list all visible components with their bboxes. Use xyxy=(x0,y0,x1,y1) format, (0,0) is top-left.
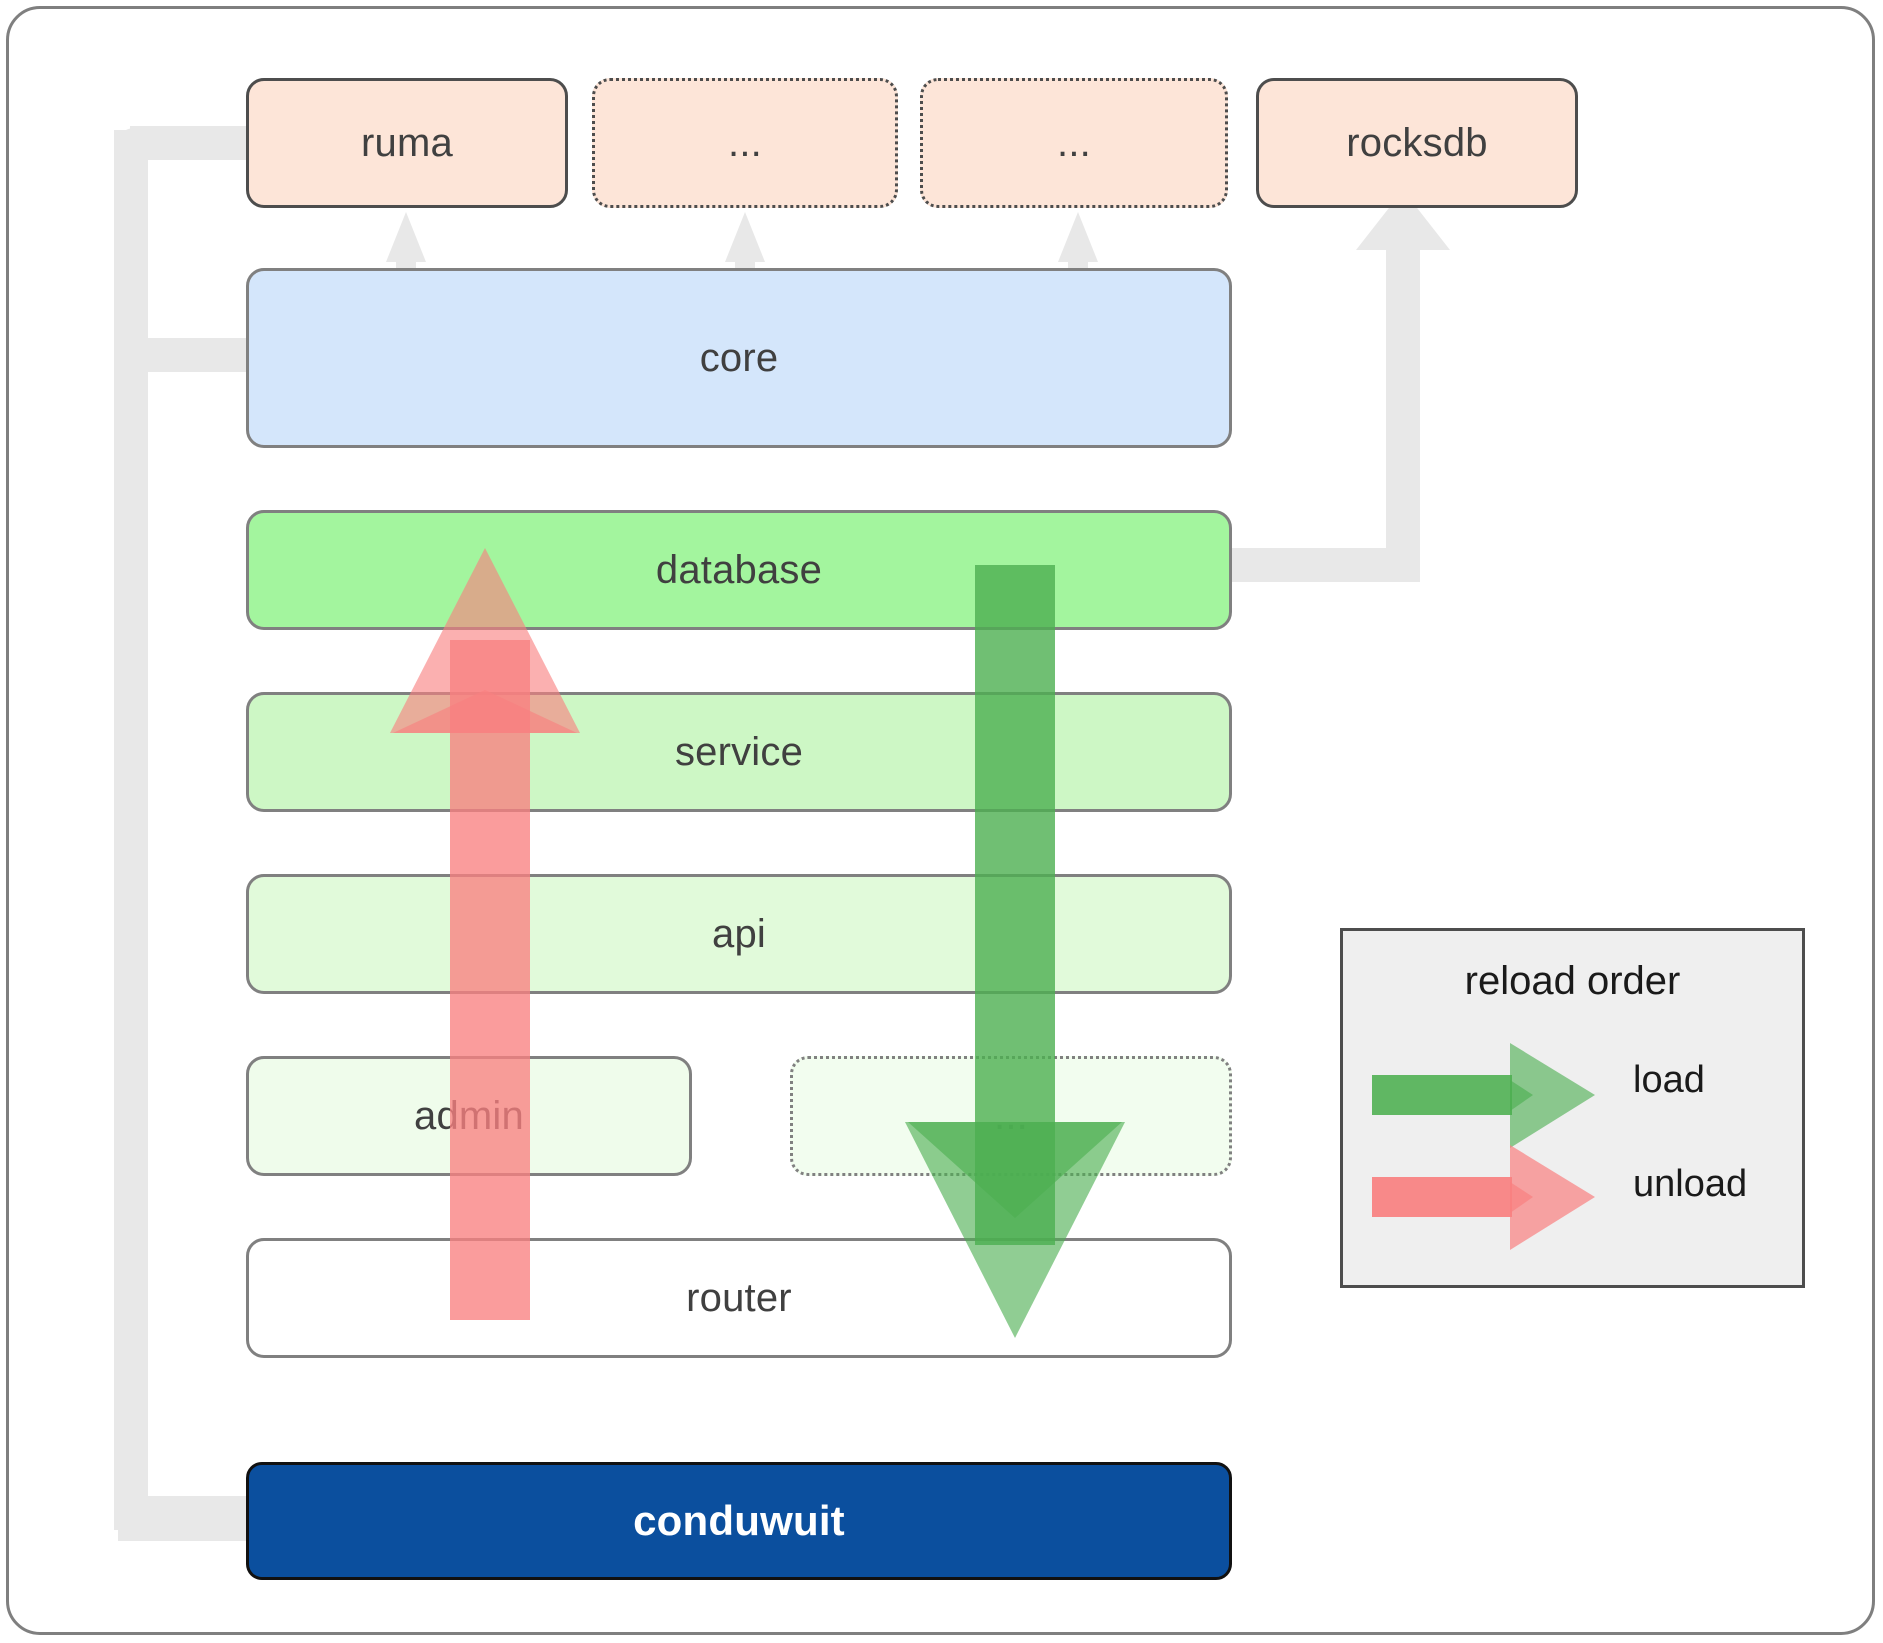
crate-box-api[interactable]: api xyxy=(246,874,1232,994)
dependency-label: ... xyxy=(728,120,762,165)
crate-box-dots-3[interactable]: ... xyxy=(790,1056,1232,1176)
application-label: conduwuit xyxy=(633,1497,845,1544)
layer-label: router xyxy=(686,1275,792,1320)
application-box-conduwuit[interactable]: conduwuit xyxy=(246,1462,1232,1580)
crate-box-router[interactable]: router xyxy=(246,1238,1232,1358)
dependency-label: ruma xyxy=(361,120,453,165)
crate-box-admin[interactable]: admin xyxy=(246,1056,692,1176)
legend-panel: reload order load unload xyxy=(1340,928,1805,1288)
dependency-box-dots-2[interactable]: ... xyxy=(920,78,1228,208)
dependency-box-dots-1[interactable]: ... xyxy=(592,78,898,208)
legend-title: reload order xyxy=(1464,959,1681,1003)
layer-label: api xyxy=(712,911,766,956)
diagram-frame xyxy=(6,6,1875,1635)
layer-label: ... xyxy=(994,1093,1028,1138)
crate-box-service[interactable]: service xyxy=(246,692,1232,812)
crate-box-core[interactable]: core xyxy=(246,268,1232,448)
dependency-box-ruma[interactable]: ruma xyxy=(246,78,568,208)
core-label: core xyxy=(699,335,779,380)
dependency-box-rocksdb[interactable]: rocksdb xyxy=(1256,78,1578,208)
layer-label: database xyxy=(655,547,823,592)
legend-label-load: load xyxy=(1633,1059,1705,1101)
crate-box-database[interactable]: database xyxy=(246,510,1232,630)
layer-label: service xyxy=(674,729,804,774)
layer-label: admin xyxy=(414,1093,524,1138)
dependency-label: ... xyxy=(1057,120,1091,165)
dependency-label: rocksdb xyxy=(1346,120,1488,165)
legend-label-unload: unload xyxy=(1633,1163,1748,1205)
